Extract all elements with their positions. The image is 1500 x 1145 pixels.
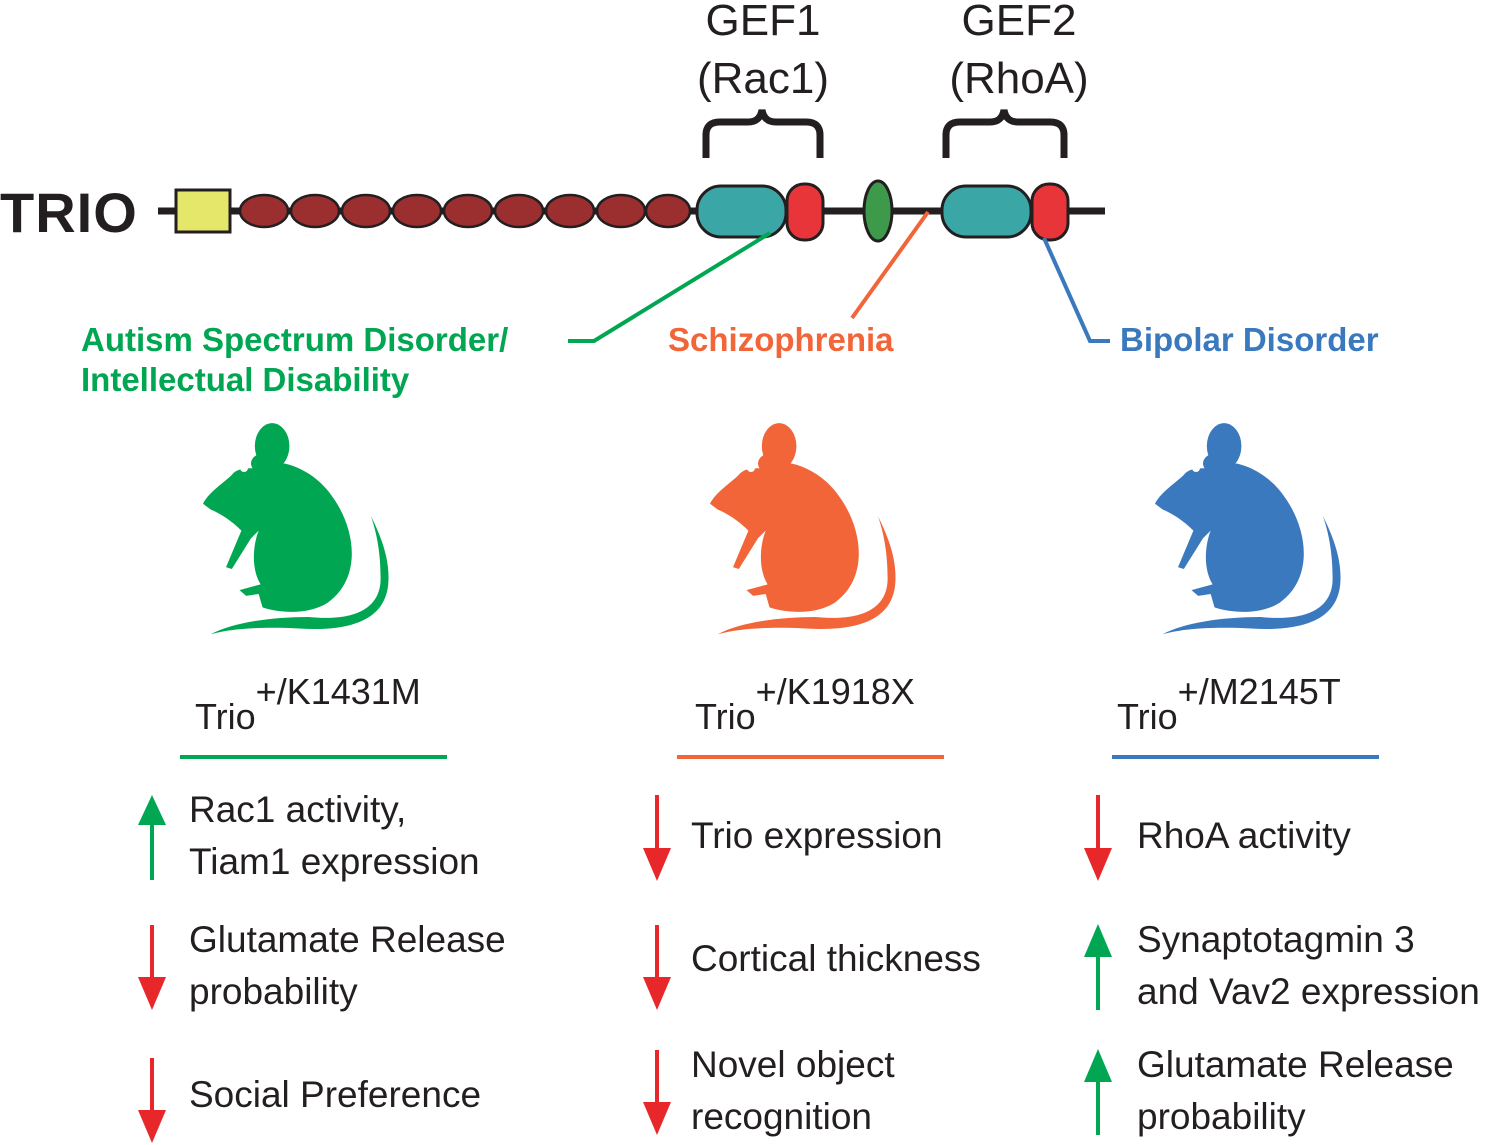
arrow-down-icon	[138, 977, 166, 1010]
genotype-allele: +/M2145T	[1177, 671, 1341, 712]
bpd-mutation-line	[1042, 237, 1110, 343]
gef1-brace	[702, 109, 824, 158]
bpd-effect-arrows	[1084, 795, 1112, 1135]
spectrin-repeat	[391, 193, 443, 229]
effect-line2: probability	[1137, 1096, 1306, 1137]
effect-line1: Social Preference	[189, 1074, 482, 1115]
effect-line1: Rac1 activity,	[189, 789, 407, 830]
genotype-base: Trio	[695, 696, 756, 737]
effect-line2: recognition	[691, 1096, 873, 1137]
genotype-base: Trio	[195, 696, 256, 737]
scz-effect-arrows	[643, 795, 671, 1135]
effect-line1: Glutamate Release	[189, 919, 506, 960]
asd-effect-1: Rac1 activity, Tiam1 expression	[189, 784, 480, 888]
gef1-dh-domain	[695, 184, 788, 239]
gef2-ph-domain	[1030, 182, 1070, 242]
protein-name: TRIO	[0, 181, 138, 244]
scz-effect-2: Cortical thickness	[691, 933, 981, 985]
arrow-up-icon	[1084, 924, 1112, 957]
scz-effect-1: Trio expression	[691, 810, 943, 862]
effect-line1: Cortical thickness	[691, 938, 981, 979]
bpd-effect-3: Glutamate Release probability	[1137, 1039, 1454, 1143]
scz-effect-3: Novel object recognition	[691, 1039, 895, 1143]
bpd-disorder-label: Bipolar Disorder	[1120, 321, 1379, 358]
spectrin-repeat	[595, 193, 647, 229]
scz-disorder-label: Schizophrenia	[668, 321, 894, 358]
scz-mouse-icon	[710, 423, 896, 635]
gef2-label: GEF2 (RhoA)	[899, 0, 1139, 108]
arrow-down-icon	[643, 1102, 671, 1135]
spectrin-repeat	[340, 193, 392, 229]
gef2-label-line1: GEF2	[961, 0, 1077, 45]
bpd-mouse-eye	[1192, 464, 1200, 472]
effect-line1: RhoA activity	[1137, 815, 1351, 856]
bpd-effect-1: RhoA activity	[1137, 810, 1351, 862]
scz-genotype: Trio+/K1918X	[695, 674, 915, 738]
gef1-label-line1: GEF1	[705, 0, 821, 45]
bpd-effect-2: Synaptotagmin 3 and Vav2 expression	[1137, 914, 1480, 1018]
gef1-ph-domain	[785, 182, 825, 242]
arrow-down-icon	[643, 848, 671, 881]
arrow-up-icon	[1084, 1049, 1112, 1082]
asd-mouse-eye	[240, 464, 248, 472]
asd-disorder-line1: Autism Spectrum Disorder/	[81, 321, 509, 358]
effect-line1: Trio expression	[691, 815, 943, 856]
asd-disorder-label: Autism Spectrum Disorder/ Intellectual D…	[81, 320, 508, 400]
effect-line2: probability	[189, 971, 358, 1012]
spectrin-repeat	[493, 193, 545, 229]
effect-line2: Tiam1 expression	[189, 841, 480, 882]
scz-mouse-eye	[747, 464, 755, 472]
arrow-down-icon	[138, 1110, 166, 1143]
genotype-base: Trio	[1117, 696, 1178, 737]
arrow-up-icon	[138, 795, 166, 825]
sec14-domain	[174, 188, 232, 234]
arrow-down-icon	[643, 977, 671, 1010]
bpd-mouse-icon	[1155, 423, 1341, 635]
genotype-allele: +/K1918X	[755, 671, 915, 712]
gef2-brace	[942, 109, 1068, 158]
sh3-domain	[862, 179, 894, 243]
effect-line2: and Vav2 expression	[1137, 971, 1480, 1012]
effect-line1: Novel object	[691, 1044, 895, 1085]
spectrin-repeat	[238, 193, 290, 229]
asd-mutation-line	[568, 231, 772, 343]
gef2-label-line2: (RhoA)	[949, 54, 1089, 103]
arrow-down-icon	[1084, 848, 1112, 881]
asd-disorder-line2: Intellectual Disability	[81, 361, 410, 398]
effect-line1: Synaptotagmin 3	[1137, 919, 1415, 960]
spectrin-repeats	[238, 193, 692, 229]
spectrin-repeat	[289, 193, 341, 229]
gef1-label-line2: (Rac1)	[696, 54, 830, 103]
asd-genotype: Trio+/K1431M	[195, 674, 421, 738]
asd-effect-2: Glutamate Release probability	[189, 914, 506, 1018]
asd-mouse-icon	[203, 423, 389, 635]
spectrin-repeat	[644, 193, 692, 229]
genotype-allele: +/K1431M	[255, 671, 421, 712]
spectrin-repeat	[442, 193, 494, 229]
bpd-genotype: Trio+/M2145T	[1117, 674, 1341, 738]
gef2-dh-domain	[940, 184, 1033, 239]
scz-mutation-line	[850, 210, 930, 320]
effect-line1: Glutamate Release	[1137, 1044, 1454, 1085]
gef1-label: GEF1 (Rac1)	[643, 0, 883, 108]
asd-effect-arrows	[138, 795, 166, 1143]
spectrin-repeat	[544, 193, 596, 229]
asd-effect-3: Social Preference	[189, 1069, 481, 1121]
